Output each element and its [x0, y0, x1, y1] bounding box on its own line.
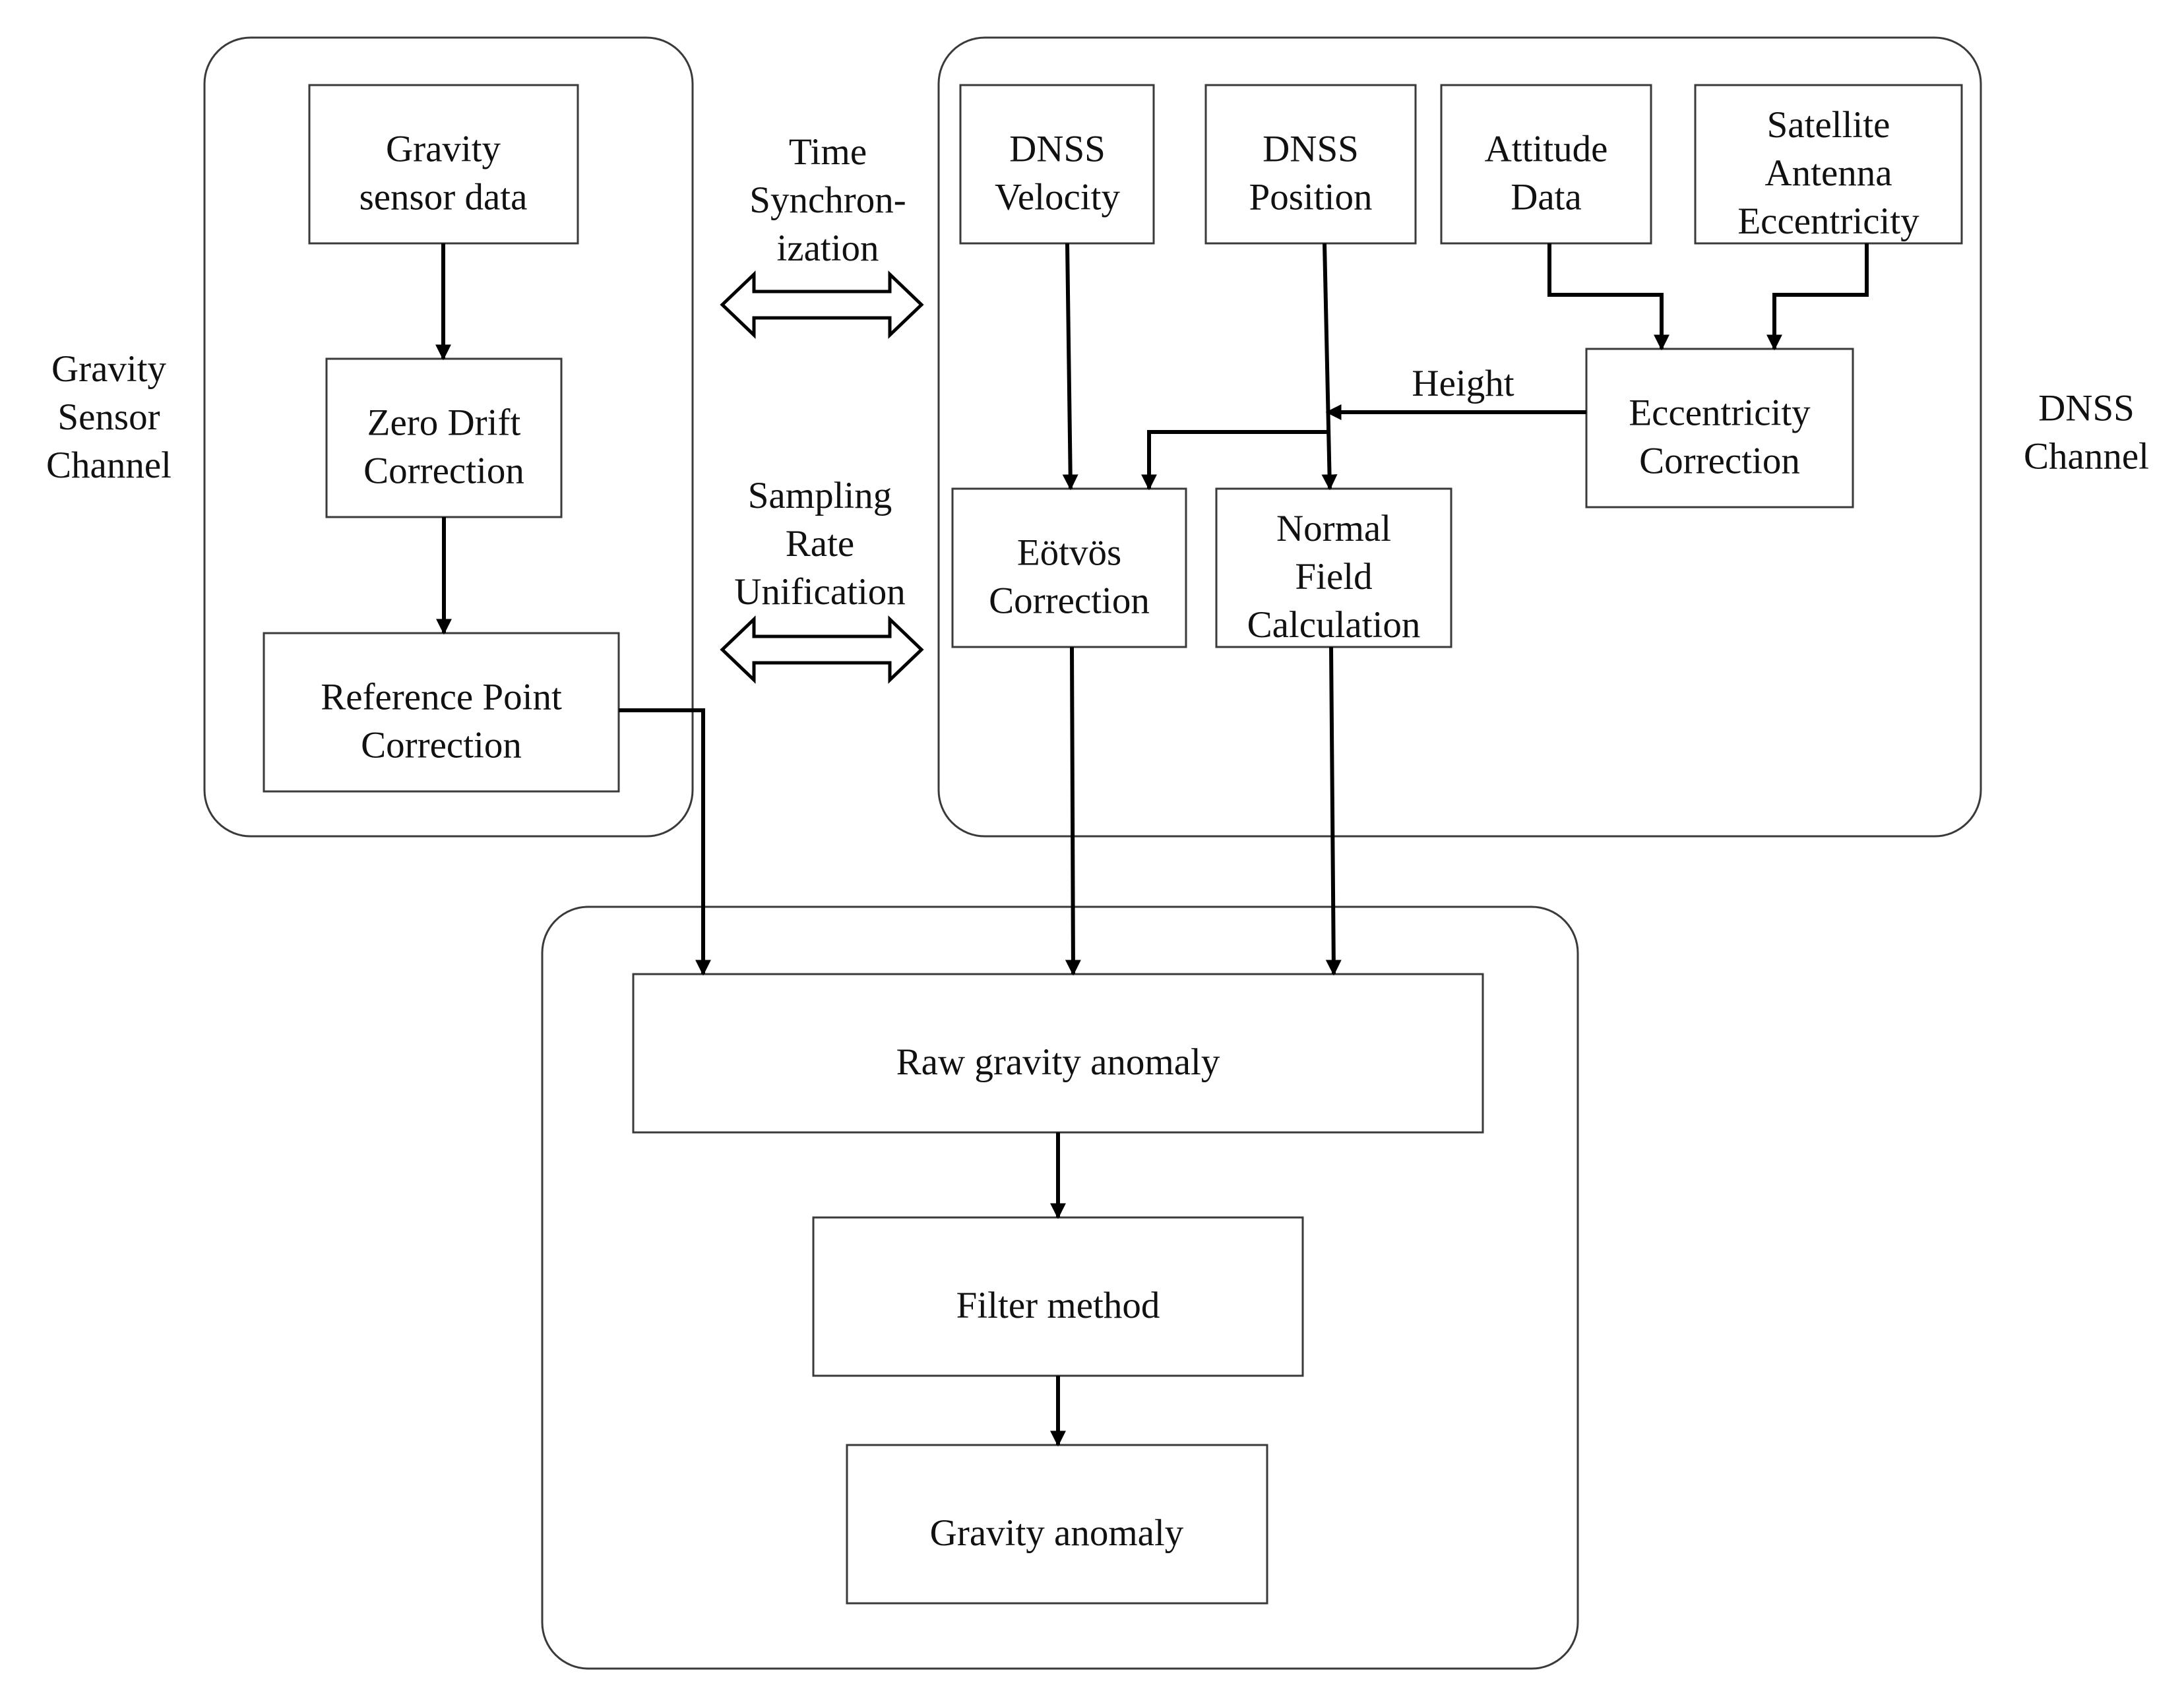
normal-field-calculation-box: [1215, 487, 1452, 648]
filter-method-text: Filter method: [956, 1285, 1160, 1326]
time-synchronization-label-line: Time: [789, 131, 867, 173]
dnss-channel-label-line: Channel: [2024, 436, 2149, 477]
attitude-data-box: [1440, 84, 1652, 245]
raw-gravity-anomaly-text: Raw gravity anomaly: [896, 1041, 1220, 1083]
reference-point-correction-text-line: Reference Point: [321, 677, 562, 718]
edge-eotvos-to-raw-anomaly: [1065, 646, 1081, 976]
dnss-velocity-text: DNSS Velocity: [995, 129, 1120, 218]
dnss-position-text: DNSS Position: [1249, 129, 1373, 218]
satellite-antenna-eccentricity-box: [1694, 84, 1963, 245]
zero-drift-correction-box: [325, 357, 563, 518]
eccentricity-correction-text-line: Eccentricity: [1629, 392, 1811, 434]
dnss-velocity-text-line: DNSS: [1009, 129, 1106, 170]
time-synchronization-label-line: ization: [776, 228, 879, 269]
gravity-sensor-data-text-line: Gravity: [386, 129, 501, 170]
dnss-velocity-text-line: Velocity: [995, 177, 1120, 218]
edge-antenna-to-eccentricity: [1766, 243, 1869, 351]
edge-normal-field-to-raw-anomaly: [1325, 646, 1342, 976]
satellite-antenna-eccentricity-text-line: Antenna: [1764, 152, 1892, 194]
sampling-rate-double-arrow: [720, 615, 924, 684]
dnss-position-text-line: Position: [1249, 177, 1373, 218]
dnss-channel-label: DNSS Channel: [2024, 388, 2149, 477]
time-synchronization-label-line: Synchron-: [749, 179, 906, 221]
normal-field-calculation-text-line: Calculation: [1247, 604, 1421, 646]
reference-point-correction-box: [263, 632, 620, 793]
eccentricity-correction-box: [1585, 348, 1854, 508]
zero-drift-correction-text-line: Zero Drift: [367, 402, 521, 444]
sampling-rate-unification-label-line: Rate: [786, 523, 854, 565]
gravity-anomaly-text-line: Gravity anomaly: [930, 1512, 1184, 1554]
satellite-antenna-eccentricity-text-line: Eccentricity: [1737, 200, 1919, 242]
edge-position-to-normal-field: [1321, 243, 1338, 491]
normal-field-calculation-text-line: Normal: [1276, 508, 1391, 549]
gravity-sensor-data-box: [308, 84, 579, 245]
raw-gravity-anomaly-box: [632, 973, 1484, 1134]
reference-point-correction-text-line: Correction: [361, 725, 522, 766]
gravity-sensor-channel-label-line: Gravity: [51, 348, 167, 390]
dnss-channel-group: [937, 36, 1982, 838]
sampling-rate-unification-label-line: Unification: [734, 571, 906, 613]
filter-method-text-line: Filter method: [956, 1285, 1160, 1326]
dnss-velocity-box: [959, 84, 1155, 245]
gravity-anomaly-box: [846, 1444, 1268, 1605]
zero-drift-correction-text-line: Correction: [363, 450, 524, 492]
edge-velocity-to-eotvos: [1062, 243, 1078, 491]
gravity-anomaly-text: Gravity anomaly: [930, 1512, 1184, 1554]
eotvos-correction-text-line: Correction: [989, 580, 1150, 622]
gravity-sensor-channel-label-line: Channel: [46, 445, 172, 486]
edge-reference-point-to-raw-anomaly: [619, 708, 711, 976]
normal-field-calculation-text-line: Field: [1295, 556, 1372, 598]
dnss-position-box: [1204, 84, 1417, 245]
gravity-sensor-channel-group: [203, 36, 694, 838]
attitude-data-text-line: Attitude: [1485, 129, 1608, 170]
dnss-channel-label-line: DNSS: [2038, 388, 2135, 429]
edge-attitude-to-eccentricity: [1547, 243, 1669, 351]
gravity-sensor-data-text-line: sensor data: [359, 177, 528, 218]
eccentricity-correction-text-line: Correction: [1639, 441, 1800, 482]
eotvos-correction-text-line: Eötvös: [1017, 532, 1121, 574]
gravity-sensor-data-text: Gravity sensor data: [359, 129, 528, 218]
filter-method-box: [812, 1216, 1304, 1377]
dnss-position-text-line: DNSS: [1263, 129, 1359, 170]
sampling-rate-unification-label-line: Sampling: [748, 475, 892, 516]
height-edge-label: Height: [1412, 363, 1514, 404]
edge-height-to-eotvos: [1141, 430, 1327, 491]
eotvos-correction-box: [951, 487, 1187, 648]
attitude-data-text-line: Data: [1511, 177, 1582, 218]
time-synchronization-double-arrow: [720, 270, 924, 339]
gravity-sensor-channel-label-line: Sensor: [57, 396, 160, 438]
output-group: [541, 906, 1579, 1670]
raw-gravity-anomaly-text-line: Raw gravity anomaly: [896, 1041, 1220, 1083]
satellite-antenna-eccentricity-text-line: Satellite: [1767, 104, 1890, 146]
